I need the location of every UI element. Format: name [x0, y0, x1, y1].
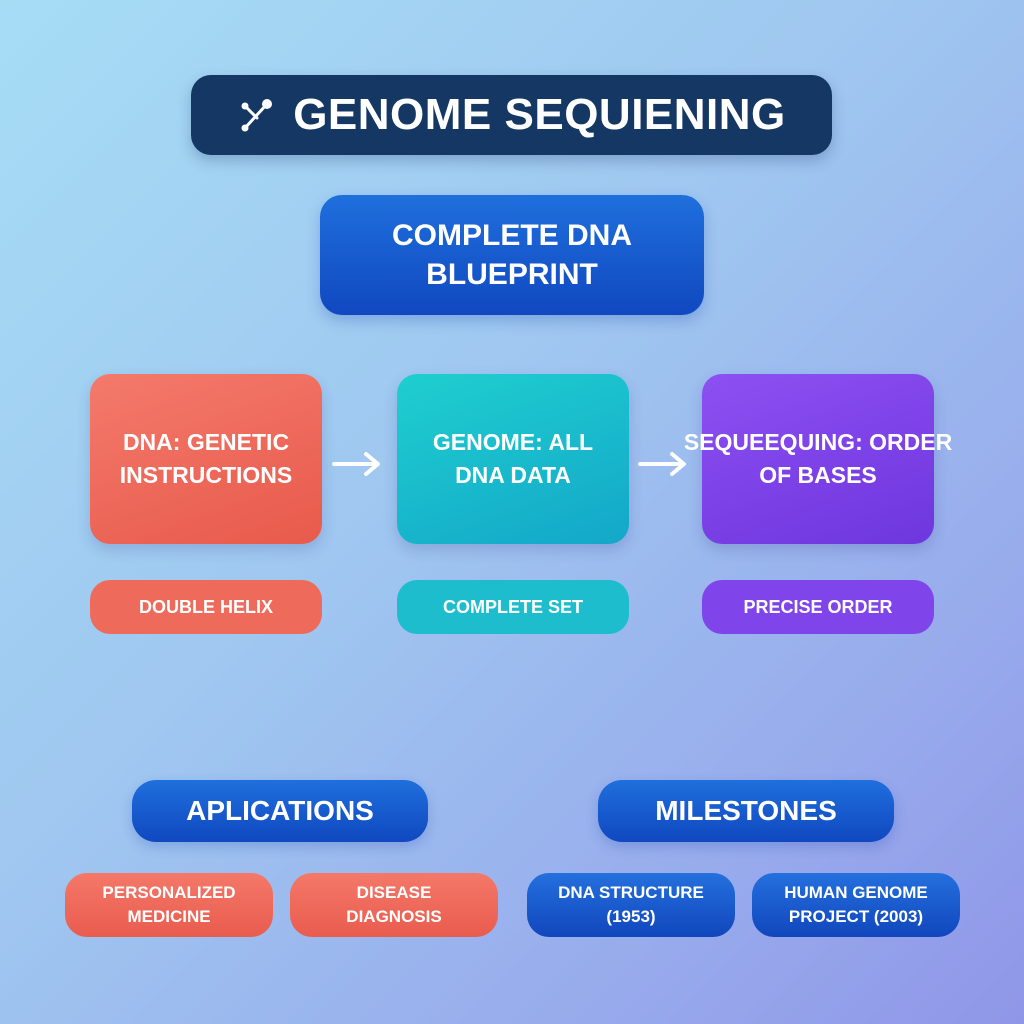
tag-complete-set: COMPLETE SET	[397, 580, 629, 634]
main-concept-line1: COMPLETE DNA	[392, 219, 632, 252]
concept-box-dna: DNA: GENETIC INSTRUCTIONS	[90, 374, 322, 544]
concept-dna-line1: DNA: GENETIC	[122, 428, 290, 455]
milestone-item-line1: DNA STRUCTURE	[558, 883, 704, 903]
application-item-line2: MEDICINE	[127, 907, 211, 926]
concept-sequencing-line2: OF BASES	[759, 462, 877, 488]
application-item-disease-diagnosis: DISEASE DIAGNOSIS	[290, 873, 498, 937]
milestone-item-line2: (1953)	[606, 907, 656, 926]
concept-dna-line2: INSTRUCTIONS	[119, 462, 293, 488]
main-concept-box: COMPLETE DNA BLUEPRINT	[320, 195, 704, 315]
concept-genome-line2: DNA DATA	[455, 462, 571, 488]
application-item-personalized-medicine: PERSONALIZED MEDICINE	[65, 873, 273, 937]
application-item-line1: DISEASE	[356, 883, 432, 903]
milestone-item-human-genome-project: HUMAN GENOME PROJECT (2003)	[752, 873, 960, 937]
arrow-right-icon	[638, 452, 686, 476]
concept-box-genome: GENOME: ALL DNA DATA	[397, 374, 629, 544]
dna-molecule-icon	[241, 99, 273, 132]
applications-heading: APLICATIONS	[132, 780, 428, 842]
page-title: GENOME SEQUIENING	[293, 90, 786, 139]
arrow-right-icon	[332, 452, 380, 476]
milestones-heading: MILESTONES	[598, 780, 894, 842]
main-concept-line2: BLUEPRINT	[426, 258, 598, 291]
tag-double-helix: DOUBLE HELIX	[90, 580, 322, 634]
application-item-line2: DIAGNOSIS	[346, 907, 442, 926]
milestone-item-dna-structure: DNA STRUCTURE (1953)	[527, 873, 735, 937]
milestone-item-line1: HUMAN GENOME	[784, 883, 928, 903]
application-item-line1: PERSONALIZED	[102, 883, 236, 903]
title-bar: GENOME SEQUIENING	[191, 75, 832, 155]
concept-box-sequencing: SEQUEEQUING: ORDER OF BASES	[684, 374, 952, 544]
milestone-item-line2: PROJECT (2003)	[788, 907, 924, 926]
concept-genome-line1: GENOME: ALL	[432, 428, 594, 455]
concept-sequencing-line1: SEQUEEQUING: ORDER	[683, 428, 953, 455]
tag-precise-order: PRECISE ORDER	[702, 580, 934, 634]
